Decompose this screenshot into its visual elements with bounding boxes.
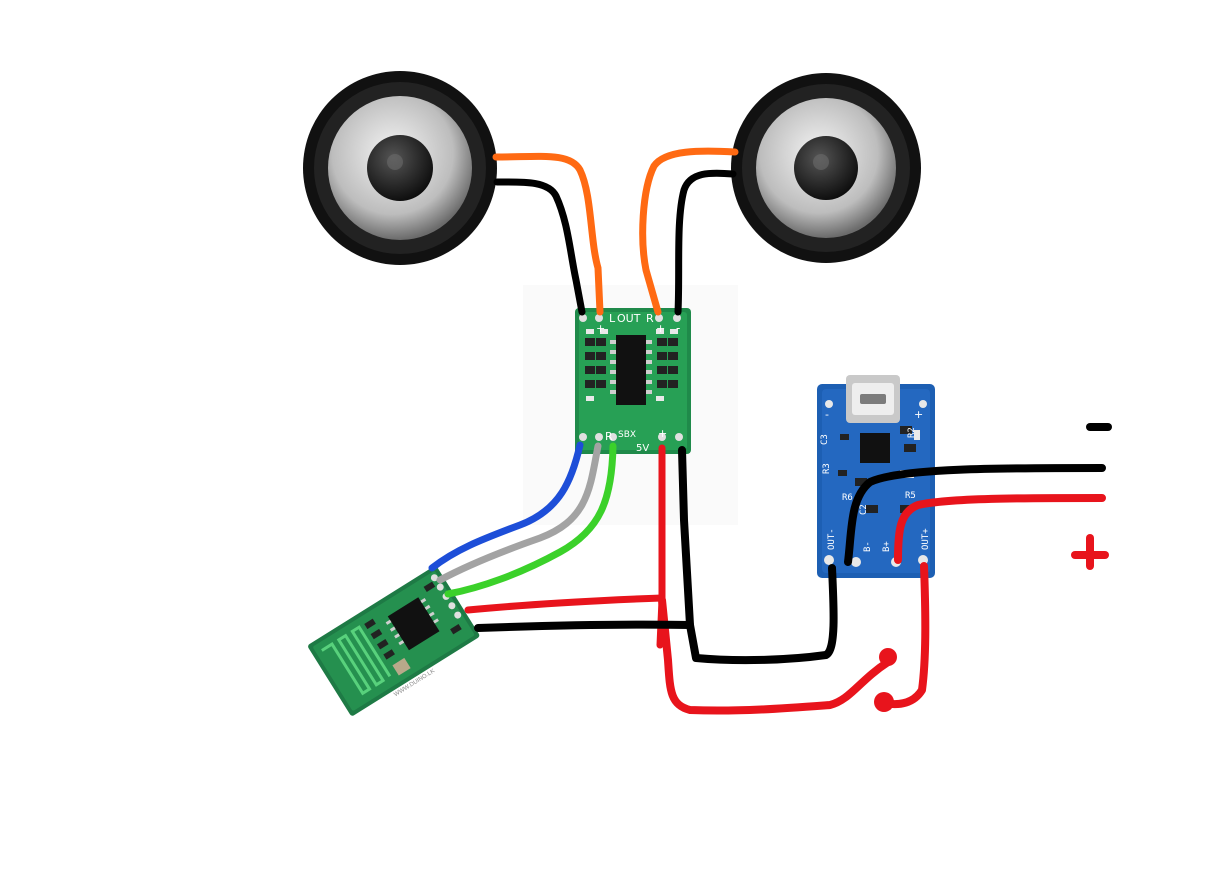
wires bbox=[428, 147, 1106, 715]
wire-right-speaker-minus bbox=[674, 169, 737, 316]
wire-bt-plus bbox=[464, 594, 666, 614]
battery-polarity bbox=[1071, 423, 1112, 570]
charger-out-plus-label: OUT+ bbox=[921, 528, 931, 550]
amp-5v-label: 5V bbox=[636, 443, 649, 454]
amp-plus-label-left: + bbox=[596, 322, 605, 335]
wire-blue bbox=[428, 441, 584, 572]
charger-b-minus-label: B- bbox=[863, 541, 873, 552]
antenna-trace bbox=[321, 625, 392, 696]
switch-contact-bottom bbox=[874, 692, 894, 712]
wire-left-speaker-minus bbox=[493, 178, 586, 316]
amp-r-label-top: R bbox=[646, 312, 654, 325]
wire-left-speaker-plus bbox=[492, 152, 604, 316]
switch-contact-top bbox=[879, 648, 897, 666]
wire-green bbox=[444, 442, 617, 598]
amp-plus-label-bottom: + bbox=[658, 427, 667, 440]
charger-chip bbox=[860, 433, 890, 463]
battery-plus-symbol bbox=[1071, 534, 1109, 570]
charger-r6-label: R6 bbox=[842, 493, 853, 503]
amplifier-chip bbox=[616, 335, 646, 405]
charger-r3-label: R3 bbox=[822, 463, 832, 474]
right-speaker bbox=[731, 73, 921, 263]
wire-red-switch-right bbox=[880, 562, 930, 709]
charger-c3-label: C3 bbox=[820, 434, 830, 445]
left-speaker bbox=[303, 71, 497, 265]
charger-r5-label: R5 bbox=[905, 491, 916, 501]
amp-l-label: L bbox=[609, 312, 616, 325]
amp-sbx-label: SBX bbox=[618, 430, 636, 440]
wire-battery-plus bbox=[894, 494, 1106, 564]
charger-plus-label: + bbox=[914, 408, 923, 421]
wire-right-speaker-plus bbox=[639, 147, 739, 316]
battery-minus-symbol bbox=[1086, 423, 1112, 431]
charger-out-minus-label: OUT- bbox=[827, 528, 837, 550]
amplifier-board: + L OUT R + - R SBX + 5V bbox=[575, 308, 691, 454]
charger-minus-label: - bbox=[825, 408, 829, 421]
amp-out-label: OUT bbox=[617, 312, 641, 325]
charger-b-plus-label: B+ bbox=[882, 541, 892, 552]
wire-gray bbox=[436, 442, 602, 584]
bluetooth-module: WWW.DUINO.LK bbox=[308, 566, 480, 716]
amp-r-label-bottom: R bbox=[605, 430, 613, 443]
wire-red-switch-left bbox=[658, 596, 892, 715]
amp-minus-label-right: - bbox=[676, 321, 680, 335]
amp-plus-label-right: + bbox=[656, 322, 665, 335]
bluetooth-chip bbox=[387, 597, 440, 651]
charger-c2-label: C2 bbox=[859, 504, 869, 515]
charger-r2-label: R2 bbox=[907, 427, 917, 438]
wire-battery-minus bbox=[844, 464, 1106, 566]
wire-ground bbox=[678, 446, 838, 665]
wire-bt-ground bbox=[474, 620, 694, 632]
